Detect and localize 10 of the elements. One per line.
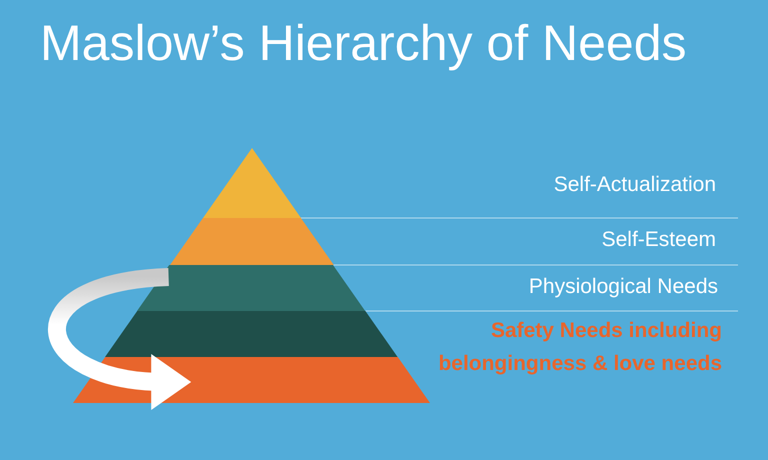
- level-label: Safety Needs including belongingness & love needs: [437, 318, 722, 377]
- curved-arrow: [48, 268, 192, 410]
- level-label: Self-Actualization: [552, 172, 716, 198]
- level-label: Physiological Needs: [528, 274, 718, 300]
- pyramid-top-triangle: [202, 148, 300, 218]
- title: Maslow’s Hierarchy of Needs: [40, 14, 687, 72]
- level-label: Self-Esteem: [600, 227, 716, 253]
- pyramid-tier: [105, 311, 398, 357]
- pyramid-tier: [137, 265, 366, 311]
- pyramid-tier: [170, 218, 334, 265]
